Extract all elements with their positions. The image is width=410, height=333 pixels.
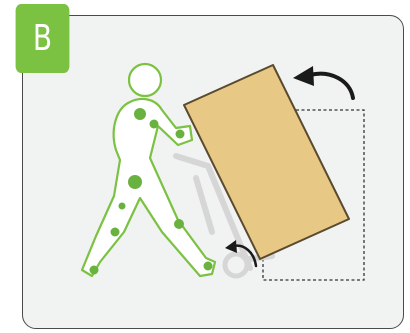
rotate-arrow-icon [293, 66, 353, 98]
wheel-icon [225, 254, 247, 276]
joint-knee-left [111, 228, 120, 237]
joint-shoulder [134, 108, 146, 120]
joint-ankle-right [204, 262, 213, 271]
joint-ankle-left [90, 266, 99, 275]
joint-hip [128, 175, 142, 189]
step-badge: B [16, 4, 70, 73]
joint-mid-leg [119, 203, 126, 210]
head [129, 64, 161, 96]
joint-hand [176, 130, 185, 139]
person-outline-icon [82, 64, 215, 276]
joint-elbow [150, 120, 159, 129]
joint-knee-right [174, 219, 184, 229]
